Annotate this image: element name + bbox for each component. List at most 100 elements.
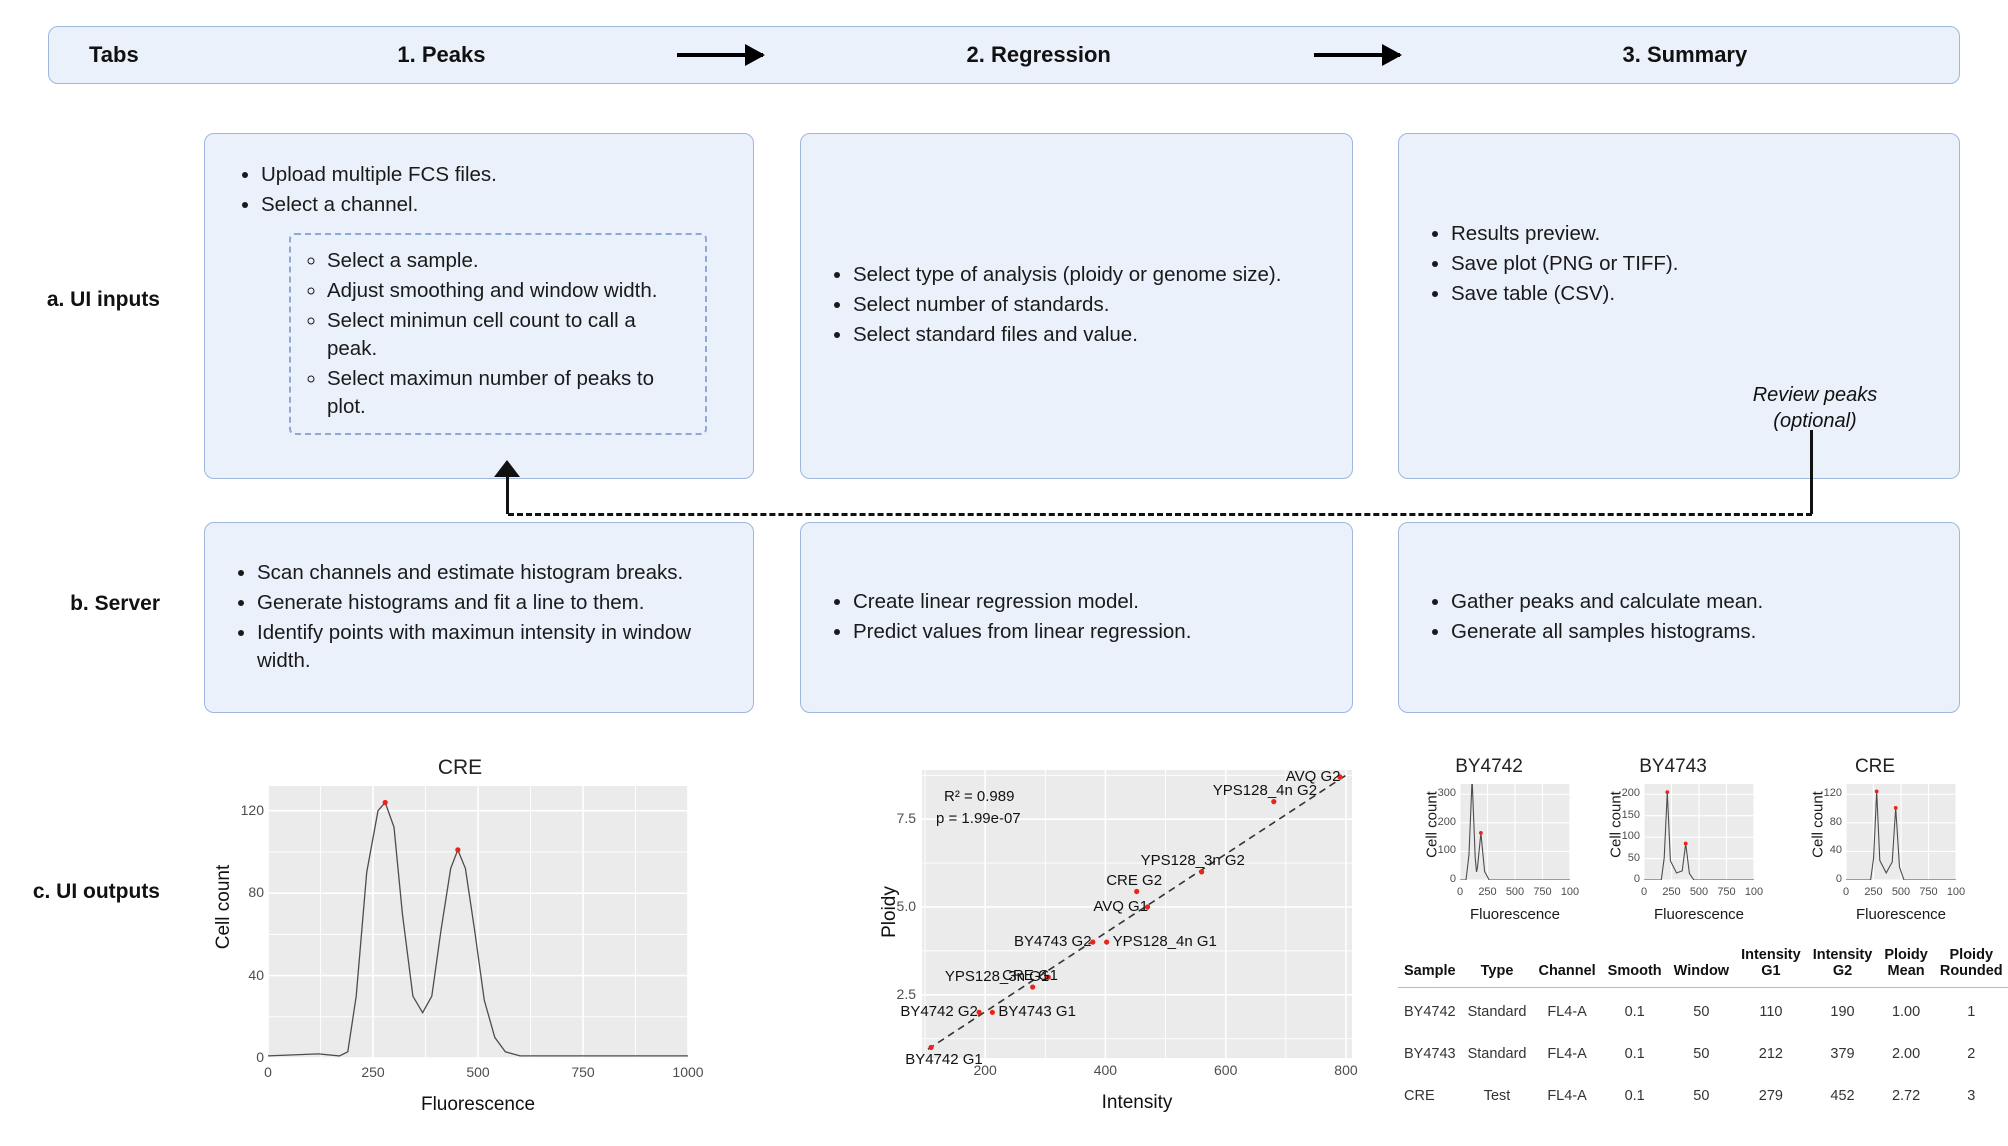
scatter-point-label: BY4743 G2 [1013,933,1092,951]
axis-tick-label: 250 [361,1064,385,1080]
ploidy-regression-chart: Ploidy Intensity R² = 0.989 p = 1.99e-07… [860,756,1370,1136]
chart-title: CRE [437,756,483,779]
axis-tick-label: 250 [1662,886,1681,898]
tab-summary[interactable]: 3. Summary [1622,42,1748,67]
table-cell: FL4-A [1547,1088,1587,1104]
list-item: Select type of analysis (ploidy or genom… [853,261,1334,289]
tab-bar: Tabs 1. Peaks 2. Regression 3. Summary [48,26,1960,84]
table-cell: 212 [1758,1046,1783,1062]
axis-tick-label: 600 [1214,1062,1238,1078]
axis-tick-label: 500 [1505,886,1525,898]
list-item: Select standard files and value. [853,321,1334,349]
peaks-suboptions-dashed-box: Select a sample. Adjust smoothing and wi… [289,233,707,435]
axis-tick-label: 0 [256,1049,264,1065]
list-item: Identify points with maximun intensity i… [257,619,735,675]
table-cell: Standard [1467,1046,1527,1062]
table-cell: 50 [1693,1046,1710,1062]
table-cell: 0.1 [1624,1088,1645,1104]
list-item: Adjust smoothing and window width. [327,277,691,305]
review-peaks-connector [1810,430,1813,514]
x-axis-label: Intensity [1101,1092,1173,1113]
server-summary-box: Gather peaks and calculate mean. Generat… [1398,522,1960,713]
axis-tick-label: 750 [1717,886,1736,898]
ui-inputs-summary-list: Results preview. Save plot (PNG or TIFF)… [1417,220,1941,308]
table-cell: 452 [1830,1088,1855,1104]
peaks-suboptions-list: Select a sample. Adjust smoothing and wi… [297,247,691,421]
chart-title: CRE [1854,756,1896,777]
list-item: Select a sample. [327,247,691,275]
axis-tick-label: 40 [248,966,264,983]
axis-tick-label: 120 [1823,787,1842,800]
server-regression-box: Create linear regression model. Predict … [800,522,1353,713]
list-item: Scan channels and estimate histogram bre… [257,559,735,587]
plot-area [268,786,688,1058]
row-label-server: b. Server [70,592,160,615]
x-axis-label: Fluorescence [1653,906,1745,923]
table-cell: FL4-A [1547,1046,1587,1062]
review-peaks-note: Review peaks(optional) [1752,384,1878,432]
table-cell: 2.00 [1891,1046,1921,1062]
axis-tick-label: 400 [1093,1062,1118,1078]
table-cell: 50 [1693,1088,1710,1104]
row-label-ui-inputs: a. UI inputs [46,288,160,311]
ui-inputs-peaks-box: Upload multiple FCS files. Select a chan… [204,133,754,479]
list-item: Gather peaks and calculate mean. [1451,588,1941,616]
table-cell: 50 [1693,1004,1710,1020]
tab-regression[interactable]: 2. Regression [966,42,1111,67]
axis-tick-label: 500 [1689,886,1709,898]
chart-title: BY4743 [1639,756,1707,777]
scatter-point-label: YPS128_3n G1 [944,968,1050,986]
list-item: Select number of standards. [853,291,1334,319]
scatter-point-label: BY4743 G1 [998,1003,1076,1021]
scatter-point-label: BY4742 G1 [905,1051,983,1069]
axis-tick-label: 800 [1334,1062,1358,1078]
list-item: Create linear regression model. [853,588,1334,616]
axis-tick-label: 80 [248,884,264,901]
scatter-point-label: YPS128_3n G2 [1140,851,1245,869]
list-item: Select maximun number of peaks to plot. [327,365,691,421]
table-cell: 379 [1830,1046,1855,1062]
axis-tick-label: 0 [1640,886,1648,898]
axis-tick-label: 200 [1621,787,1640,800]
axis-tick-label: 100 [1437,844,1456,857]
axis-tick-label: 500 [466,1064,490,1080]
axis-tick-label: 750 [571,1064,595,1080]
axis-tick-label: 250 [1864,886,1883,898]
server-summary-list: Gather peaks and calculate mean. Generat… [1417,588,1941,648]
table-cell: BY4742 [1404,1004,1456,1020]
row-label-ui-outputs: c. UI outputs [32,880,160,903]
axis-tick-label: 80 [1829,815,1842,828]
axis-tick-label: 300 [1437,787,1456,800]
list-item: Select a channel. [261,191,737,219]
axis-tick-label: 0 [1633,873,1640,885]
table-cell: Standard [1467,1004,1527,1020]
table-cell: 190 [1830,1004,1855,1020]
ui-inputs-summary-box: Results preview. Save plot (PNG or TIFF)… [1398,133,1960,479]
scatter-point-label: CRE G2 [1106,871,1163,889]
chart-title: BY4742 [1455,756,1523,777]
list-item: Generate all samples histograms. [1451,618,1941,646]
table-cell: 1 [1967,1004,1976,1020]
axis-tick-label: 200 [973,1062,997,1078]
ui-inputs-regression-list: Select type of analysis (ploidy or genom… [819,261,1334,351]
table-cell: 1.00 [1891,1004,1921,1020]
feedback-connector-line [508,513,1812,516]
scatter-point-label: YPS128_4n G2 [1212,781,1318,799]
axis-tick-label: 2.5 [896,985,916,1002]
axis-tick-label: 0 [1449,873,1456,885]
x-axis-label: Fluorescence [1469,906,1561,923]
server-regression-list: Create linear regression model. Predict … [819,588,1334,648]
tab-peaks[interactable]: 1. Peaks [397,42,486,67]
axis-tick-label: 7.5 [896,810,916,827]
table-cell: CRE [1404,1088,1435,1104]
